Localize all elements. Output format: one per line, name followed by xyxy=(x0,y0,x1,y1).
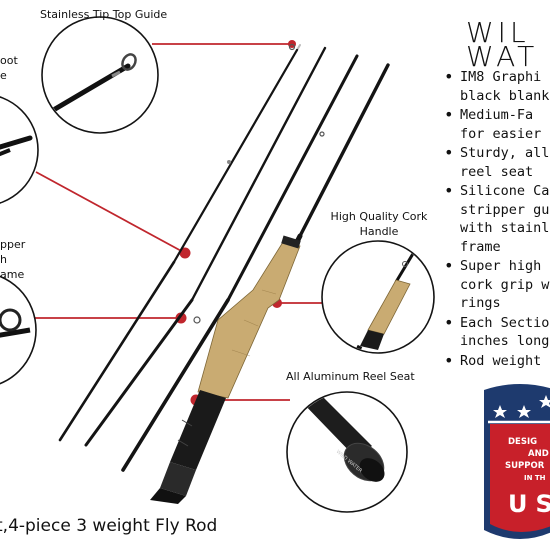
stripper-zoom xyxy=(0,308,31,345)
product-title: t,4-piece 3 weight Fly Rod xyxy=(0,516,218,536)
badge-line-2: AND xyxy=(528,449,549,459)
stripper-label-line-3: ame xyxy=(0,268,25,281)
rod-section-3 xyxy=(226,54,359,302)
hook-keeper xyxy=(227,160,231,164)
feature-item: Sturdy, all-reel seat xyxy=(440,144,550,181)
ferrule-marker-dot xyxy=(179,247,191,259)
rod-section-2 xyxy=(190,46,327,302)
tip-top-label: Stainless Tip Top Guide xyxy=(40,8,168,21)
badge-line-4: IN TH xyxy=(524,474,546,482)
stripper-label-line-2: h xyxy=(0,253,7,266)
reel-seat-label: All Aluminum Reel Seat xyxy=(286,370,415,383)
cork-detail-circle xyxy=(321,240,435,354)
ferrule-detail-circle xyxy=(0,96,39,204)
ferrule-label-line-2: e xyxy=(0,69,7,82)
brand-line-1: WIL xyxy=(466,16,530,49)
cork-label-line-2: Handle xyxy=(359,225,399,238)
cork-handle xyxy=(197,235,301,399)
tip-top-guide xyxy=(288,43,296,51)
badge-line-1: DESIG xyxy=(508,437,537,447)
usa-badge: DESIG AND SUPPOR IN TH US xyxy=(484,384,550,539)
cork-label-line-1: High Quality Cork xyxy=(330,210,428,223)
tip-top-detail-circle xyxy=(41,16,159,134)
badge-line-5: US xyxy=(508,490,550,518)
ferrule-zoom xyxy=(0,135,33,172)
badge-line-3: SUPPOR xyxy=(505,461,545,471)
rod-butt-section xyxy=(298,63,390,238)
stripper-label-line-1: pper xyxy=(0,238,26,251)
tip-top-zoom xyxy=(47,53,137,115)
cork-label: High Quality Cork Handle xyxy=(326,210,432,238)
badge-stars xyxy=(493,395,550,418)
feature-item: Rod weight xyxy=(440,352,550,371)
reel-seat xyxy=(150,390,226,504)
ferrule-label-line-1: oot xyxy=(0,54,18,67)
